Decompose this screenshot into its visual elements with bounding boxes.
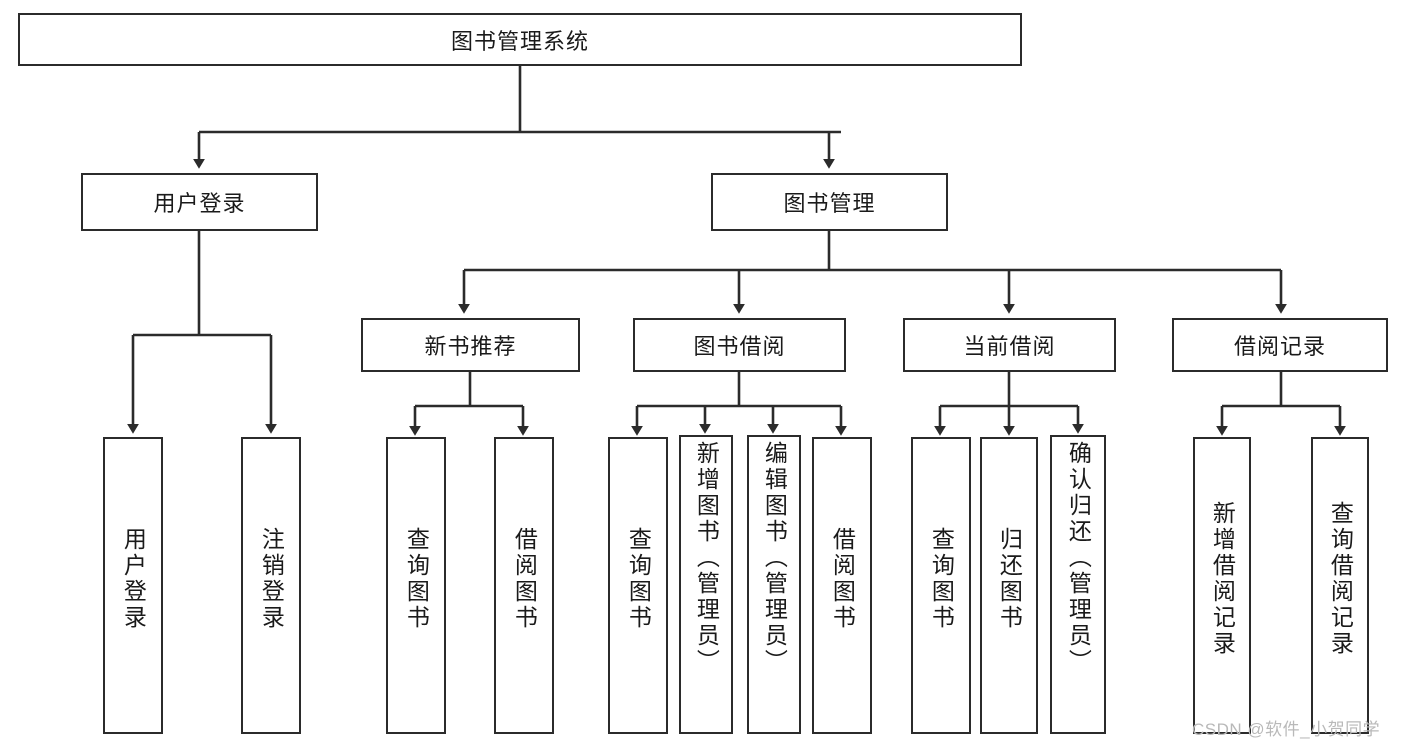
- node-label: 图书借阅: [693, 334, 786, 359]
- leaf-query-book-current[interactable]: 查询图书: [911, 437, 971, 734]
- node-label: 借阅记录: [1233, 334, 1326, 359]
- node-book-manage[interactable]: 图书管理: [711, 173, 948, 231]
- leaf-user-login[interactable]: 用户登录: [103, 437, 163, 734]
- leaf-confirm-return[interactable]: 确认归还（管理员）: [1050, 435, 1106, 734]
- leaf-query-book-borrow[interactable]: 查询图书: [608, 437, 668, 734]
- leaf-edit-book[interactable]: 编辑图书（管理员）: [747, 435, 801, 734]
- leaf-borrow-book-newrec[interactable]: 借阅图书: [494, 437, 554, 734]
- node-root-system[interactable]: 图书管理系统: [18, 13, 1022, 66]
- node-label: 用户登录: [153, 191, 246, 216]
- node-label: 图书管理: [783, 191, 876, 216]
- node-label: 查询图书: [403, 527, 430, 631]
- node-label: 查询借阅记录: [1327, 501, 1354, 657]
- leaf-borrow-book-borrow[interactable]: 借阅图书: [812, 437, 872, 734]
- watermark-text: CSDN @软件_小贺同学: [1192, 720, 1381, 739]
- node-label: 当前借阅: [963, 334, 1056, 359]
- node-label: 编辑图书（管理员）: [761, 441, 788, 675]
- node-label: 新书推荐: [424, 334, 517, 359]
- leaf-return-book[interactable]: 归还图书: [980, 437, 1038, 734]
- node-label: 借阅图书: [829, 527, 856, 631]
- node-label: 新增借阅记录: [1209, 501, 1236, 657]
- node-label: 借阅图书: [511, 527, 538, 631]
- node-current-borrow[interactable]: 当前借阅: [903, 318, 1116, 372]
- node-label: 查询图书: [928, 527, 955, 631]
- node-user-login[interactable]: 用户登录: [81, 173, 318, 231]
- leaf-query-borrow-record[interactable]: 查询借阅记录: [1311, 437, 1369, 734]
- leaf-query-book-newrec[interactable]: 查询图书: [386, 437, 446, 734]
- leaf-add-borrow-record[interactable]: 新增借阅记录: [1193, 437, 1251, 734]
- node-label: 归还图书: [996, 527, 1023, 631]
- node-label: 新增图书（管理员）: [693, 441, 720, 675]
- node-label: 确认归还（管理员）: [1065, 441, 1092, 675]
- node-new-book-rec[interactable]: 新书推荐: [361, 318, 580, 372]
- leaf-add-book[interactable]: 新增图书（管理员）: [679, 435, 733, 734]
- leaf-logout-login[interactable]: 注销登录: [241, 437, 301, 734]
- node-borrow-record[interactable]: 借阅记录: [1172, 318, 1388, 372]
- node-label: 查询图书: [625, 527, 652, 631]
- node-label: 图书管理系统: [450, 28, 589, 54]
- node-book-borrow[interactable]: 图书借阅: [633, 318, 846, 372]
- node-label: 注销登录: [258, 527, 285, 631]
- node-label: 用户登录: [120, 527, 147, 631]
